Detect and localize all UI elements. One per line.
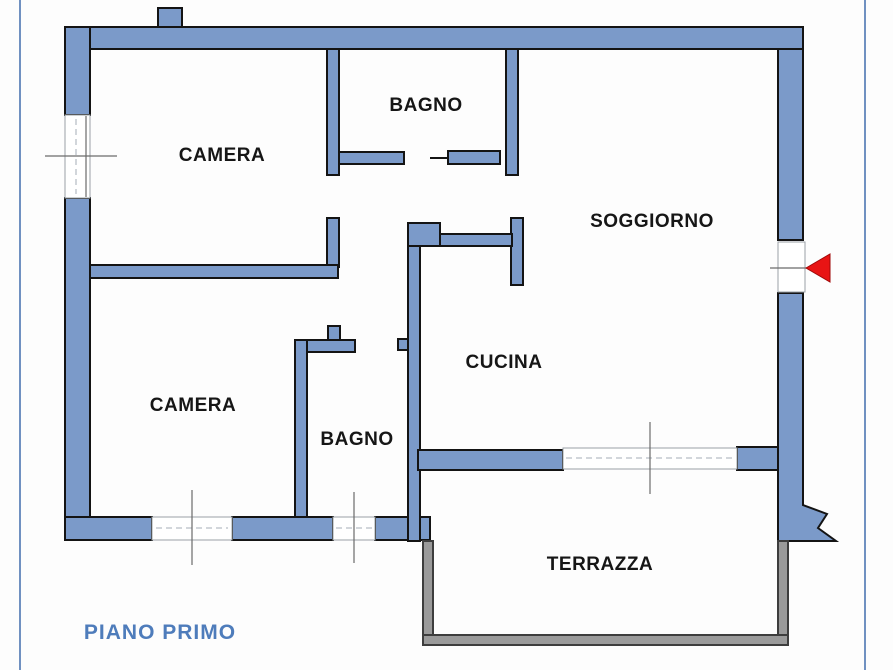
wall-top (64, 26, 804, 50)
terrace-wall-bottom (422, 634, 789, 646)
bagno2-door-jamb (327, 325, 341, 341)
room-label-soggiorno: SOGGIORNO (590, 211, 714, 232)
cucina-bottom-wall (417, 449, 564, 471)
wall-bottom-a (64, 516, 153, 541)
bagno1-left-wall (326, 48, 340, 176)
interior-walls (89, 48, 779, 542)
room-label-cucina: CUCINA (465, 352, 543, 373)
window-camera2 (151, 490, 233, 565)
bagno1-sliding-door-panel (447, 150, 501, 165)
wall-left-upper (64, 26, 91, 116)
room-label-bagno-2: BAGNO (320, 429, 394, 450)
bagno1-right-wall (505, 48, 519, 176)
windows (45, 114, 738, 565)
room-label-camera-1: CAMERA (178, 145, 266, 166)
wall-right-lower-with-break (777, 292, 840, 542)
room-label-bagno-1: BAGNO (389, 95, 463, 116)
terrace-wall-right (777, 540, 789, 646)
entrance-arrow-icon (805, 253, 831, 283)
soggiorno-wall-stub (510, 217, 524, 286)
entrance-door-opening (777, 241, 806, 293)
window-camera1 (45, 114, 117, 199)
cucina-wall-nub (397, 338, 409, 351)
entrance-door (770, 241, 831, 293)
cucina-left-wall (407, 222, 421, 542)
terrace-wall-left (422, 540, 434, 646)
bagno1-bottom-wall (338, 151, 405, 165)
soggiorno-window-sill-wall (736, 446, 779, 471)
camera-partition-wall (89, 264, 339, 279)
page-frame (19, 0, 866, 670)
room-label-terrazza: TERRAZZA (546, 554, 654, 575)
terrace-walls (422, 540, 789, 646)
window-bagno2 (332, 492, 376, 563)
bagno2-left-wall (294, 339, 308, 518)
cucina-corner-block (407, 222, 441, 247)
room-label-camera-2: CAMERA (149, 395, 237, 416)
hall-door-jamb (326, 217, 340, 268)
wall-right-upper (777, 48, 804, 241)
wall-left-lower (64, 197, 91, 541)
wall-bottom-b (231, 516, 334, 541)
wall-bottom-c (374, 516, 431, 541)
floor-title: PIANO PRIMO (83, 621, 237, 644)
terrace-glass-door (562, 422, 738, 494)
cucina-sliding-door-panel (439, 233, 513, 247)
